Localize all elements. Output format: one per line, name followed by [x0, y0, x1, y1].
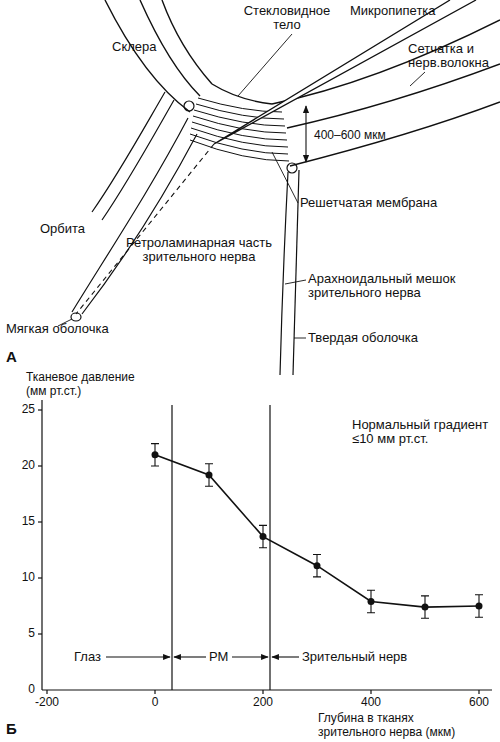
part-label: Мягкая оболочка: [6, 322, 109, 336]
dimension-arrow: [305, 106, 306, 162]
data-point: [368, 598, 375, 605]
sheath-loop: [184, 101, 194, 111]
tick-label: 25: [0, 402, 35, 416]
orbit-wall: [102, 100, 174, 220]
error-bars: [151, 444, 483, 619]
panel-letter: А: [6, 350, 17, 364]
pia-sheath: [82, 134, 197, 314]
part-label: Склера: [112, 40, 157, 54]
leader-line: [285, 280, 306, 284]
dimension-label: 400–600 мкм: [314, 128, 386, 142]
data-point: [476, 603, 483, 610]
tick: [478, 690, 479, 694]
part-label: Орбита: [40, 222, 85, 236]
region-arrow: [272, 656, 299, 657]
retina-surface: [162, 0, 212, 84]
dura-sheath: [293, 170, 299, 375]
tick-label: 200: [243, 695, 283, 709]
error-bar: [151, 444, 159, 466]
data-point: [152, 451, 159, 458]
axis-title: Глубина в тканях зрительного нерва (мкм): [318, 711, 478, 739]
tick: [38, 633, 42, 634]
sclera-inner: [287, 64, 500, 128]
arachnoid-sheath: [280, 172, 288, 375]
pipette-body: [214, 0, 476, 144]
leader-line: [272, 152, 298, 203]
error-bar: [259, 525, 267, 547]
part-label: Сетчатка и нерв.волокна: [408, 42, 496, 70]
tick-label: 400: [351, 695, 391, 709]
tick-label: 0: [135, 695, 175, 709]
data-point: [206, 472, 213, 479]
sheath-loop: [71, 313, 81, 321]
region-arrows: [106, 656, 299, 657]
region-arrow: [232, 656, 268, 657]
tick: [370, 690, 371, 694]
sheath-loop: [287, 163, 297, 173]
error-bar: [475, 595, 483, 617]
error-bar: [421, 596, 429, 618]
tick-label: 10: [0, 570, 35, 584]
pia-sheath: [72, 118, 188, 312]
leader-line: [410, 72, 425, 86]
tick-label: 600: [459, 695, 499, 709]
region-label: Глаз: [74, 650, 101, 664]
chart-axes: [38, 400, 492, 694]
tick: [38, 521, 42, 522]
boundary-line: [269, 405, 270, 690]
leader-line: [294, 338, 306, 339]
pipette-path: [76, 144, 214, 314]
tick: [154, 690, 155, 694]
region-label: Зрительный нерв: [302, 650, 407, 664]
part-label: Стекловидное тело: [232, 4, 342, 32]
note-text: Нормальный градиент ≤10 мм рт.ст.: [352, 418, 492, 446]
tick-label: 5: [0, 626, 35, 640]
tick-label: 15: [0, 514, 35, 528]
y-axis: [41, 400, 42, 690]
panel-letter: Б: [6, 722, 17, 736]
lamina-line: [190, 134, 288, 154]
tick: [38, 465, 42, 466]
tick: [262, 690, 263, 694]
region-arrow: [174, 656, 206, 657]
tick-label: 20: [0, 458, 35, 472]
axis-title: Тканевое давление (мм рт.ст.): [26, 370, 151, 398]
lamina-line: [191, 128, 288, 147]
part-label: Микропипетка: [350, 4, 436, 18]
data-point: [422, 604, 429, 611]
sclera-outer: [290, 102, 500, 166]
lamina-line: [190, 140, 289, 161]
data-points: [152, 451, 483, 610]
part-label: Ретроламинарная часть зрительного нерва: [118, 236, 280, 264]
error-bar: [367, 590, 375, 612]
tick-label: -200: [27, 695, 67, 709]
data-line: [155, 455, 479, 607]
x-axis: [42, 689, 492, 690]
part-label: Твердая оболочка: [308, 331, 418, 345]
orbit-wall: [92, 92, 165, 212]
boundary-line: [171, 405, 172, 690]
data-point: [260, 533, 267, 540]
tick: [46, 690, 47, 694]
tick: [38, 577, 42, 578]
leader-line: [238, 34, 292, 96]
region-label: РМ: [209, 650, 228, 664]
error-bar: [313, 555, 321, 577]
optic-cup: [212, 84, 272, 104]
error-bar: [205, 464, 213, 486]
tick: [38, 409, 42, 410]
region-arrow: [106, 656, 170, 657]
tick-label: 0: [0, 682, 35, 696]
eye-wall: [105, 0, 500, 166]
part-label: Арахноидальный мешок зрительного нерва: [308, 272, 478, 300]
lamina-line: [192, 122, 287, 140]
data-point: [314, 562, 321, 569]
part-label: Решетчатая мембрана: [300, 196, 437, 210]
